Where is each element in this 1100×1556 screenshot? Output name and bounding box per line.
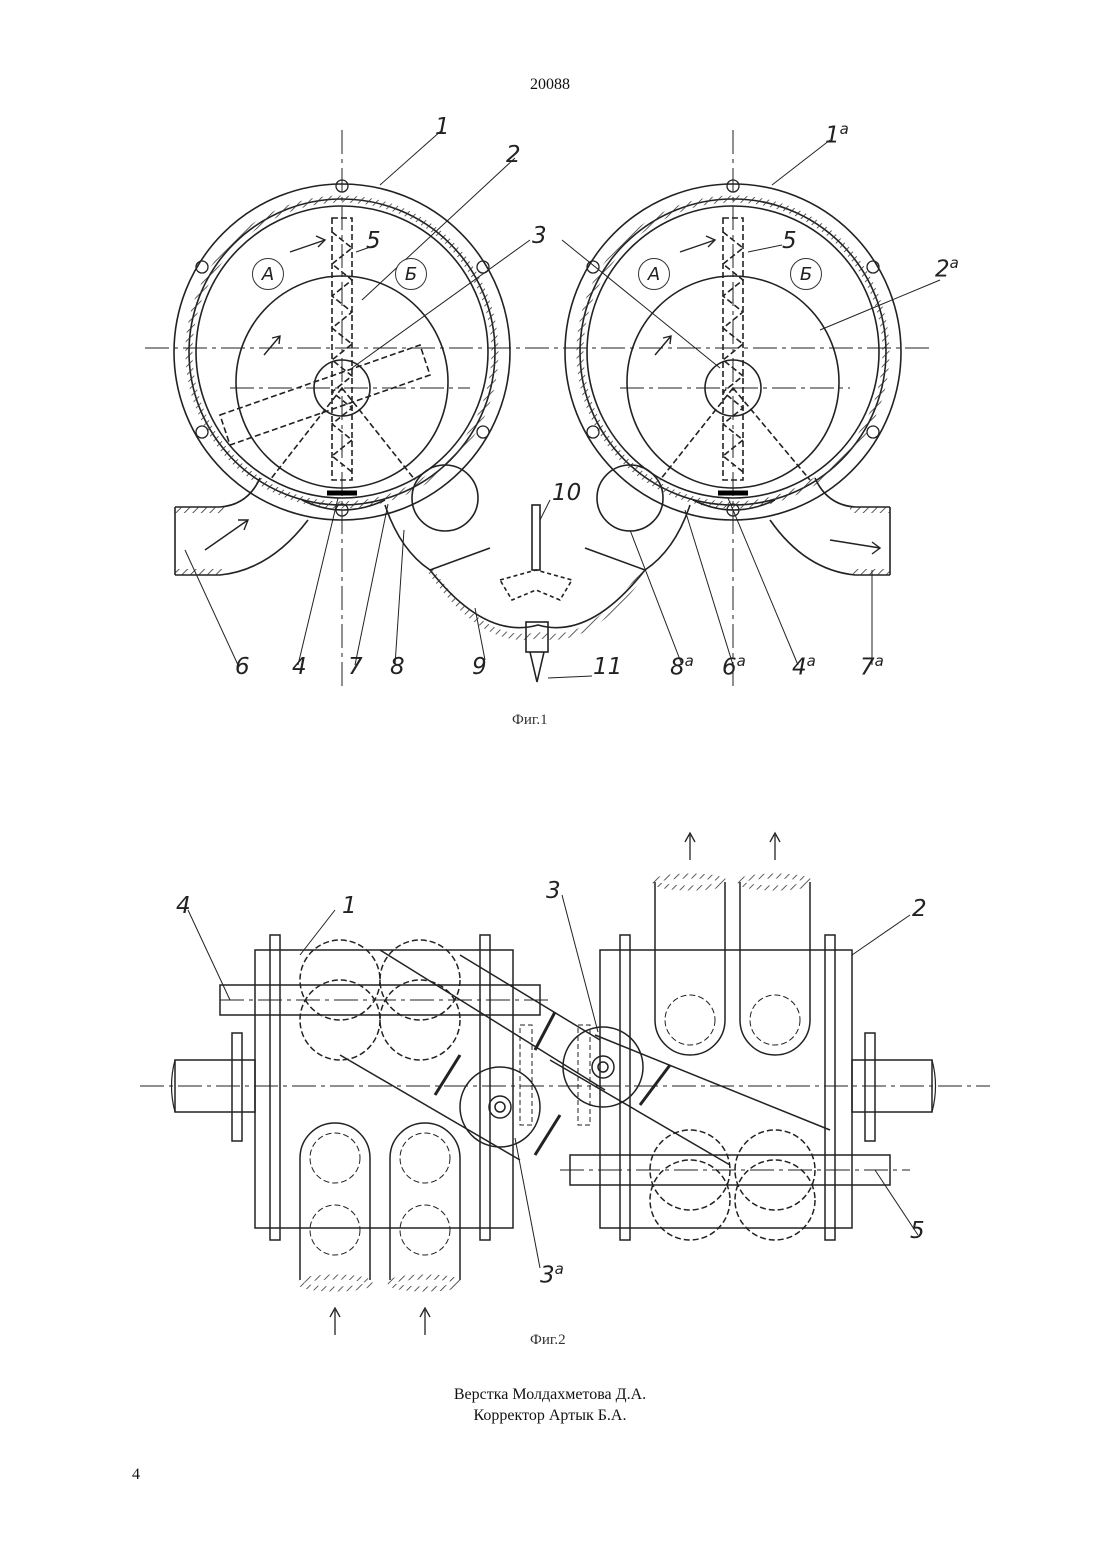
zone-b-left: Б bbox=[395, 258, 427, 290]
zone-b-right: Б bbox=[790, 258, 822, 290]
callout-4: 4 bbox=[292, 656, 307, 679]
callout-5: 5 bbox=[910, 1220, 925, 1243]
figure-2-drawing bbox=[130, 820, 1000, 1360]
figure-1-drawing bbox=[130, 100, 980, 740]
callout-11: 11 bbox=[593, 656, 622, 679]
callout-1a: 1а bbox=[825, 122, 849, 148]
callout-3a: 3а bbox=[540, 1262, 564, 1288]
callout-9: 9 bbox=[472, 656, 487, 679]
callout-5-right: 5 bbox=[782, 230, 797, 253]
callout-5-left: 5 bbox=[366, 230, 381, 253]
figure-1-caption: Фиг.1 bbox=[512, 712, 548, 729]
callout-6: 6 bbox=[235, 656, 250, 679]
proofreader-credit: Корректор Артык Б.А. bbox=[0, 1405, 1100, 1426]
layout-credit: Верстка Молдахметова Д.А. bbox=[0, 1384, 1100, 1405]
callout-2: 2 bbox=[912, 898, 927, 921]
callout-7: 7 bbox=[348, 656, 363, 679]
patent-number: 20088 bbox=[0, 76, 1100, 94]
callout-4a: 4а bbox=[792, 654, 816, 680]
callout-2a: 2а bbox=[935, 256, 959, 282]
callout-4: 4 bbox=[176, 895, 191, 918]
credits: Верстка Молдахметова Д.А. Корректор Арты… bbox=[0, 1384, 1100, 1426]
callout-1: 1 bbox=[435, 116, 450, 139]
callout-1: 1 bbox=[342, 895, 357, 918]
callout-8a: 8а bbox=[670, 654, 694, 680]
figure-2-caption: Фиг.2 bbox=[530, 1332, 566, 1349]
figure-2: 4 1 3 2 5 3а Фиг.2 bbox=[130, 820, 1000, 1360]
callout-10: 10 bbox=[552, 482, 581, 505]
callout-3: 3 bbox=[546, 880, 561, 903]
callout-6a: 6а bbox=[722, 654, 746, 680]
callout-8: 8 bbox=[390, 656, 405, 679]
zone-a-right: А bbox=[638, 258, 670, 290]
zone-a-left: А bbox=[252, 258, 284, 290]
callout-7a: 7а bbox=[860, 654, 884, 680]
page-number: 4 bbox=[132, 1466, 140, 1484]
figure-1: А Б А Б 1 2 3 5 5 1а 2а 10 6 4 7 8 9 11 … bbox=[130, 100, 980, 740]
callout-3: 3 bbox=[532, 225, 547, 248]
callout-2: 2 bbox=[506, 144, 521, 167]
